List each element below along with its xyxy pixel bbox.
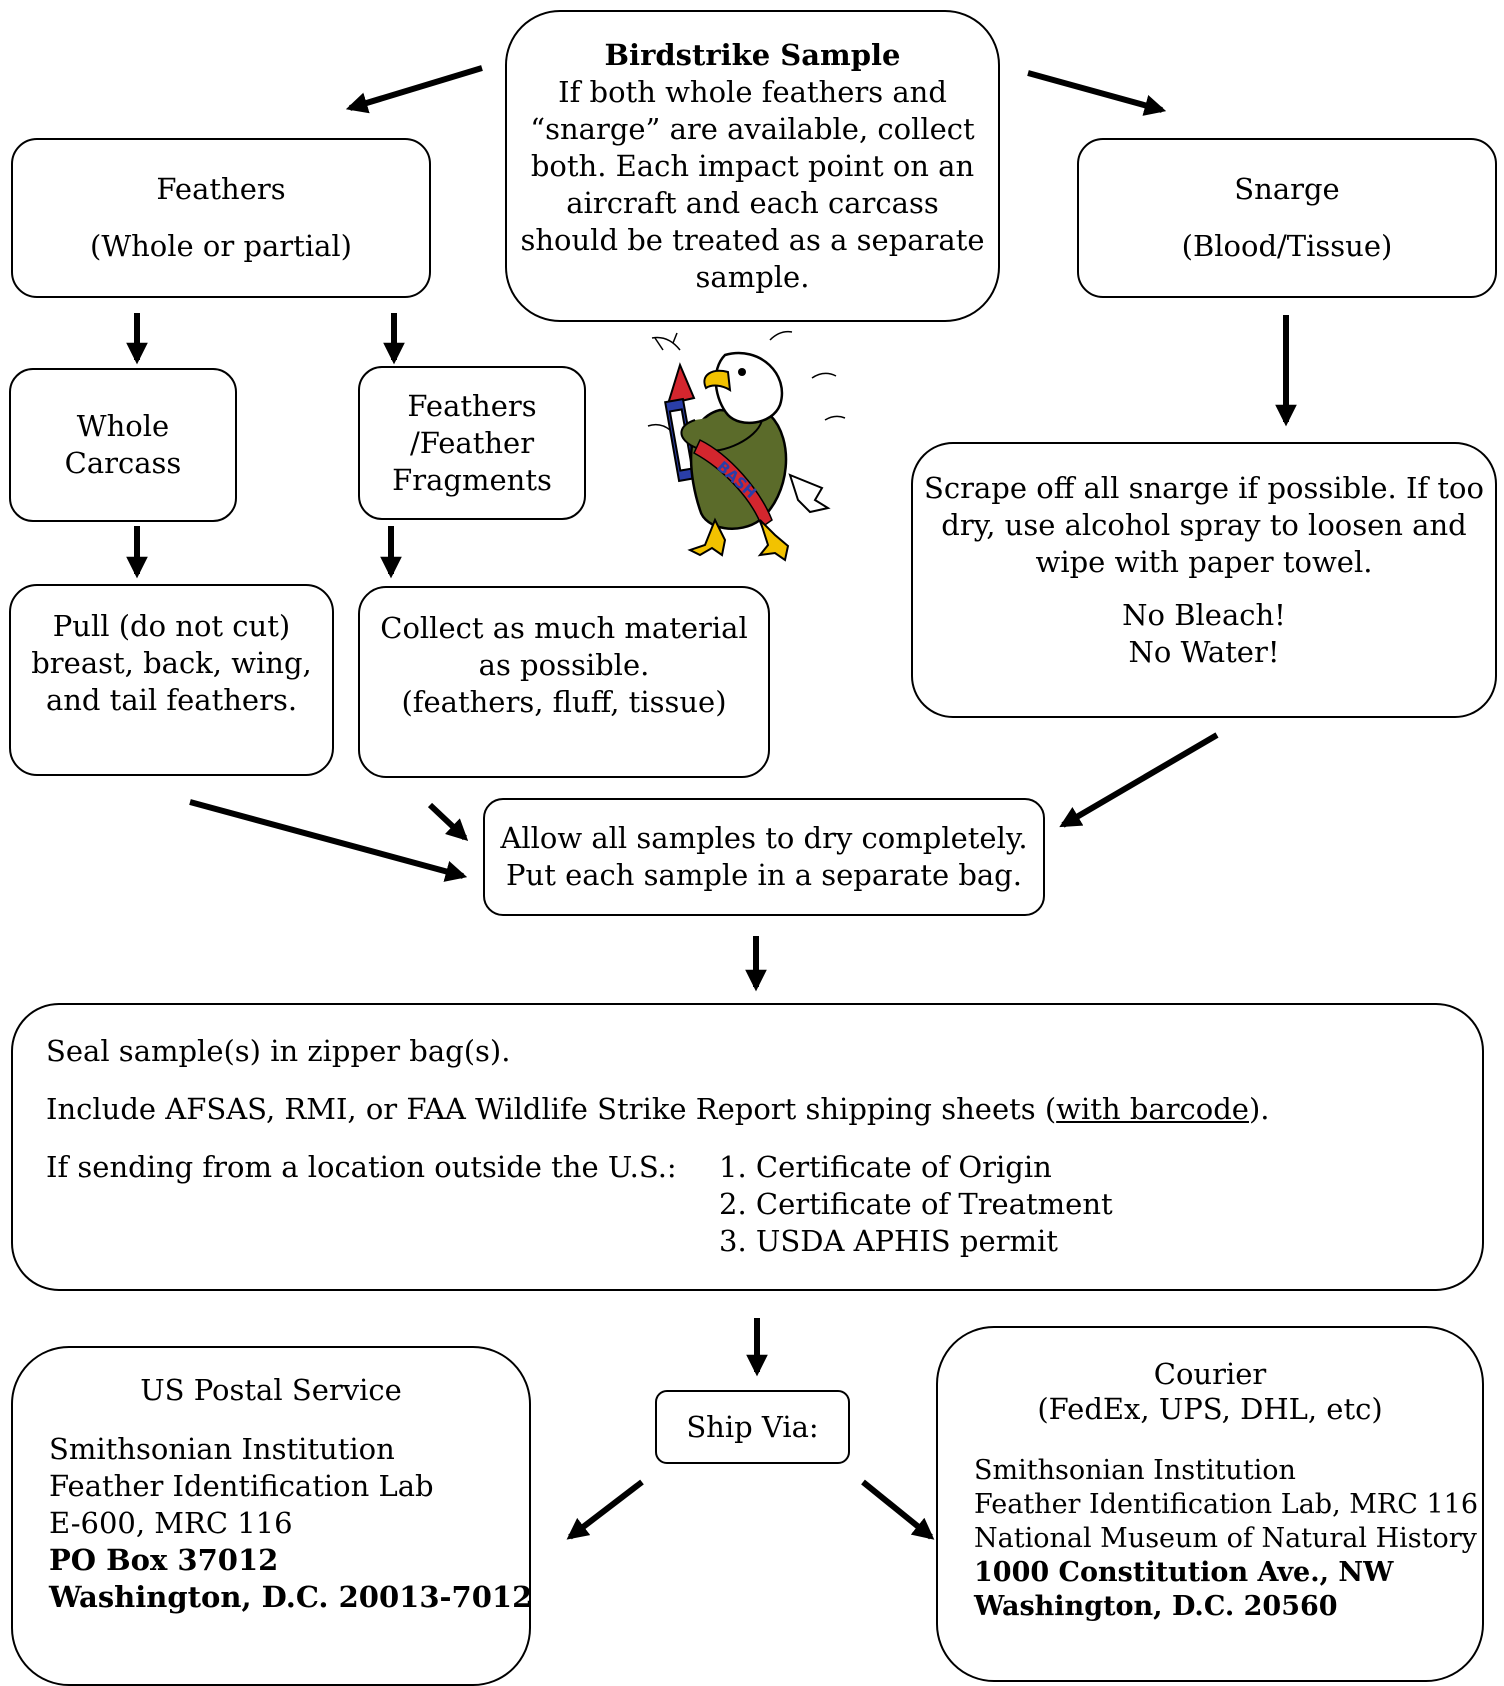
snarge-title: Snarge	[1234, 172, 1340, 206]
scrape-line: dry, use alcohol spray to loosen and	[941, 508, 1467, 542]
scrape-line: Scrape off all snarge if possible. If to…	[924, 471, 1484, 505]
birdstrike-sample-title: Birdstrike Sample	[604, 37, 901, 72]
usps-address-line: Smithsonian Institution	[49, 1432, 395, 1466]
birdstrike-sample-box: Birdstrike Sample If both whole feathers…	[505, 10, 1000, 322]
arrow-to-feathers	[345, 65, 483, 114]
pull-line: Pull (do not cut)	[52, 609, 291, 643]
fragments-line: Fragments	[392, 462, 552, 497]
collect-material-box: Collect as much material as possible. (f…	[358, 586, 770, 778]
usps-city: Washington, D.C. 20013-7012	[49, 1580, 533, 1614]
birdstrike-line: aircraft and each carcass	[566, 185, 939, 220]
fragments-line: /Feather	[409, 425, 535, 460]
dry-line: Put each sample in a separate bag.	[506, 858, 1022, 892]
feather-fragments-box: Feathers /Feather Fragments	[358, 366, 586, 520]
courier-street: 1000 Constitution Ave., NW	[974, 1557, 1394, 1588]
arrow-scrape-to-dry	[1059, 732, 1219, 828]
requirement-item: 3. USDA APHIS permit	[719, 1224, 1058, 1258]
shipping-sheets-text: Include AFSAS, RMI, or FAA Wildlife Stri…	[46, 1092, 1057, 1126]
snarge-box: Snarge (Blood/Tissue)	[1077, 138, 1497, 298]
feathers-title: Feathers	[156, 172, 286, 206]
requirement-item: 2. Certificate of Treatment	[719, 1187, 1113, 1221]
fragments-line: Feathers	[407, 388, 537, 423]
birdstrike-line: sample.	[695, 259, 810, 294]
seal-instructions-box: Seal sample(s) in zipper bag(s). Include…	[11, 1003, 1484, 1291]
snarge-subtitle: (Blood/Tissue)	[1181, 229, 1393, 263]
birdstrike-line: “snarge” are available, collect	[530, 111, 975, 146]
whole-carcass-box: Whole Carcass	[9, 368, 237, 522]
collect-line: as possible.	[478, 648, 650, 682]
scrape-snarge-box: Scrape off all snarge if possible. If to…	[911, 442, 1497, 718]
seal-line: Seal sample(s) in zipper bag(s).	[46, 1034, 511, 1068]
collect-line: (feathers, fluff, tissue)	[401, 685, 727, 719]
pull-line: breast, back, wing,	[31, 646, 312, 680]
collect-line: Collect as much material	[380, 611, 748, 645]
courier-box: Courier (FedEx, UPS, DHL, etc) Smithsoni…	[936, 1326, 1484, 1682]
outside-us-label: If sending from a location outside the U…	[46, 1150, 677, 1184]
birdstrike-line: should be treated as a separate	[520, 222, 985, 257]
arrow-collect-to-dry	[427, 802, 469, 841]
courier-title: Courier	[1153, 1357, 1267, 1391]
no-water-warning: No Water!	[1128, 635, 1280, 669]
usps-box: US Postal Service Smithsonian Institutio…	[11, 1346, 532, 1686]
birdstrike-line: If both whole feathers and	[558, 74, 947, 109]
pull-feathers-box: Pull (do not cut) breast, back, wing, an…	[9, 584, 334, 776]
arrow-pull-to-dry	[189, 799, 468, 882]
courier-address: Smithsonian Institution Feather Identifi…	[974, 1454, 1478, 1624]
ship-via-box: Ship Via:	[655, 1390, 850, 1464]
arrow-to-snarge	[1027, 70, 1167, 116]
usps-address: Smithsonian Institution Feather Identifi…	[49, 1431, 532, 1616]
courier-city: Washington, D.C. 20560	[974, 1591, 1338, 1622]
courier-address-line: Smithsonian Institution	[974, 1455, 1296, 1486]
courier-subtitle: (FedEx, UPS, DHL, etc)	[1037, 1392, 1383, 1426]
usps-address-line: E-600, MRC 116	[49, 1506, 293, 1540]
dry-line: Allow all samples to dry completely.	[500, 821, 1028, 855]
shipping-sheets-line: Include AFSAS, RMI, or FAA Wildlife Stri…	[46, 1091, 1270, 1128]
carcass-line: Whole	[76, 409, 170, 443]
usps-title: US Postal Service	[140, 1373, 402, 1407]
pull-line: and tail feathers.	[45, 683, 298, 717]
no-bleach-warning: No Bleach!	[1122, 598, 1286, 632]
birdstrike-line: both. Each impact point on an	[530, 148, 975, 183]
scrape-line: wipe with paper towel.	[1035, 545, 1373, 579]
courier-address-line: National Museum of Natural History	[974, 1523, 1477, 1554]
arrow-to-usps	[566, 1479, 644, 1540]
requirement-item: 1. Certificate of Origin	[719, 1150, 1052, 1184]
ship-via-label: Ship Via:	[686, 1409, 819, 1444]
courier-address-line: Feather Identification Lab, MRC 116	[974, 1489, 1479, 1520]
usps-po-box: PO Box 37012	[49, 1543, 279, 1577]
dry-samples-box: Allow all samples to dry completely. Put…	[483, 798, 1045, 916]
carcass-line: Carcass	[64, 446, 182, 480]
with-barcode-text: with barcode	[1056, 1092, 1249, 1126]
usps-address-line: Feather Identification Lab	[49, 1469, 434, 1503]
feathers-box: Feathers (Whole or partial)	[11, 138, 431, 298]
feathers-subtitle: (Whole or partial)	[90, 229, 352, 263]
arrow-to-courier	[861, 1479, 935, 1540]
requirements-list: 1. Certificate of Origin 2. Certificate …	[719, 1149, 1113, 1260]
shipping-sheets-close: ).	[1248, 1092, 1270, 1126]
eagle-mascot: BASH	[647, 330, 846, 562]
